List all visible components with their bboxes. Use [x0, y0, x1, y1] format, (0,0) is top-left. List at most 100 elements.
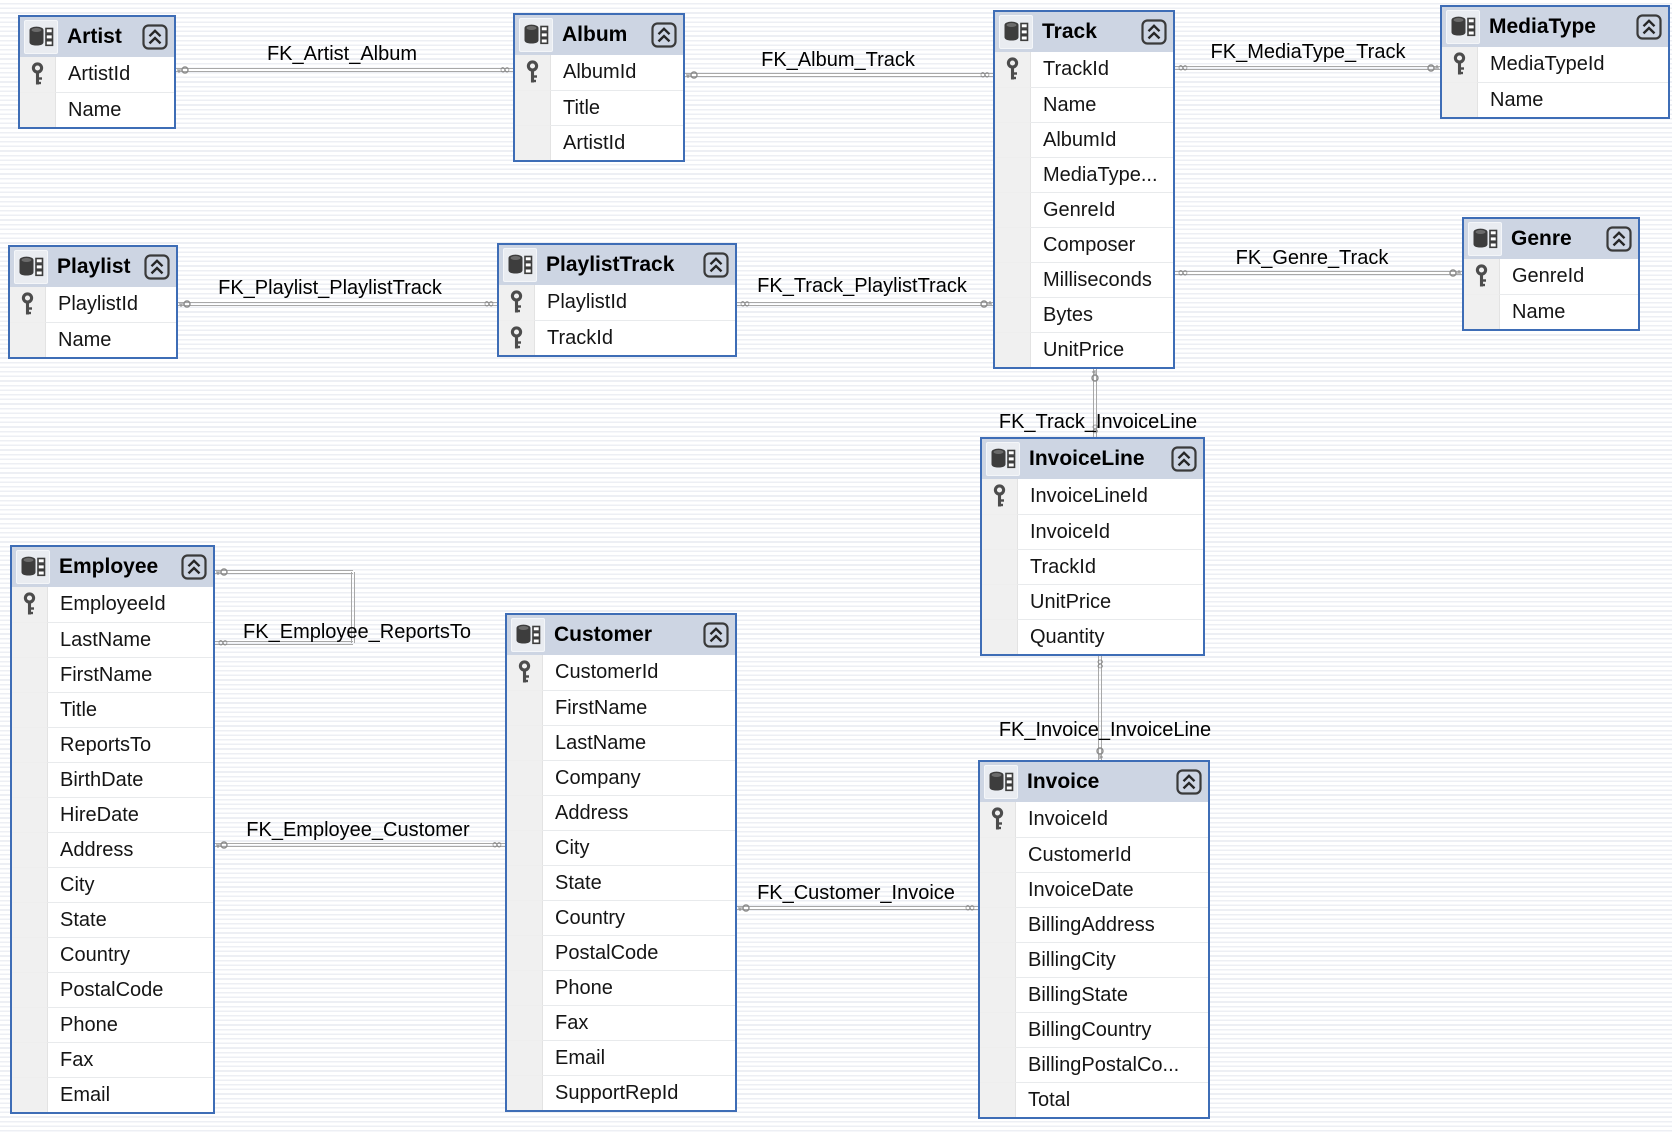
relationship-FK_Invoice_InvoiceLine[interactable]: ∞FK_Invoice_InvoiceLine: [999, 656, 1211, 760]
column-row[interactable]: Name: [995, 86, 1173, 122]
column-row[interactable]: GenreId: [995, 191, 1173, 227]
relationship-FK_Employee_ReportsTo[interactable]: ∞FK_Employee_ReportsTo: [215, 568, 471, 651]
column-row[interactable]: MediaType...: [995, 156, 1173, 192]
column-row[interactable]: LastName: [507, 724, 735, 760]
column-row[interactable]: TrackId: [995, 52, 1173, 87]
column-row[interactable]: Name: [1464, 293, 1638, 329]
column-row[interactable]: PostalCode: [507, 934, 735, 970]
table-header[interactable]: Artist: [20, 17, 174, 57]
column-row[interactable]: SupportRepId: [507, 1074, 735, 1110]
column-row[interactable]: Phone: [12, 1006, 213, 1042]
column-row[interactable]: InvoiceId: [982, 513, 1203, 549]
column-row[interactable]: Country: [12, 936, 213, 972]
collapse-button[interactable]: [181, 554, 207, 580]
column-row[interactable]: PostalCode: [12, 971, 213, 1007]
column-row[interactable]: Name: [20, 91, 174, 127]
relationship-FK_Track_InvoiceLine[interactable]: ∞FK_Track_InvoiceLine: [999, 369, 1197, 437]
column-row[interactable]: ArtistId: [20, 57, 174, 92]
column-row[interactable]: Total: [980, 1081, 1208, 1117]
column-row[interactable]: Phone: [507, 969, 735, 1005]
column-row[interactable]: Milliseconds: [995, 261, 1173, 297]
table-header[interactable]: PlaylistTrack: [499, 245, 735, 285]
table-header[interactable]: InvoiceLine: [982, 439, 1203, 479]
table-header[interactable]: Genre: [1464, 219, 1638, 259]
column-row[interactable]: FirstName: [12, 656, 213, 692]
relationship-FK_Playlist_PlaylistTrack[interactable]: ∞FK_Playlist_PlaylistTrack: [178, 277, 497, 312]
collapse-button[interactable]: [1176, 769, 1202, 795]
column-row[interactable]: AlbumId: [995, 121, 1173, 157]
column-row[interactable]: BirthDate: [12, 761, 213, 797]
column-row[interactable]: GenreId: [1464, 259, 1638, 294]
relationship-FK_Customer_Invoice[interactable]: ∞FK_Customer_Invoice: [737, 882, 978, 916]
column-row[interactable]: ArtistId: [515, 124, 683, 160]
column-row[interactable]: TrackId: [499, 319, 735, 355]
column-row[interactable]: State: [507, 864, 735, 900]
column-row[interactable]: Email: [12, 1076, 213, 1112]
column-row[interactable]: State: [12, 901, 213, 937]
column-row[interactable]: BillingCity: [980, 941, 1208, 977]
column-row[interactable]: InvoiceLineId: [982, 479, 1203, 514]
table-playlisttrack[interactable]: PlaylistTrack PlaylistId TrackId: [497, 243, 737, 357]
collapse-button[interactable]: [1141, 19, 1167, 45]
relationship-FK_Artist_Album[interactable]: ∞FK_Artist_Album: [176, 43, 513, 78]
column-row[interactable]: Fax: [12, 1041, 213, 1077]
relationship-FK_Genre_Track[interactable]: ∞FK_Genre_Track: [1175, 247, 1462, 281]
collapse-button[interactable]: [703, 622, 729, 648]
column-row[interactable]: Email: [507, 1039, 735, 1075]
collapse-button[interactable]: [1171, 446, 1197, 472]
table-header[interactable]: Customer: [507, 615, 735, 655]
relationship-FK_Employee_Customer[interactable]: ∞FK_Employee_Customer: [215, 819, 505, 853]
column-row[interactable]: Name: [10, 321, 176, 357]
column-row[interactable]: UnitPrice: [982, 583, 1203, 619]
collapse-button[interactable]: [1606, 226, 1632, 252]
collapse-button[interactable]: [703, 252, 729, 278]
table-header[interactable]: Track: [995, 12, 1173, 52]
table-header[interactable]: Album: [515, 15, 683, 55]
column-row[interactable]: MediaTypeId: [1442, 47, 1668, 82]
column-row[interactable]: Country: [507, 899, 735, 935]
column-row[interactable]: CustomerId: [507, 655, 735, 690]
column-row[interactable]: BillingState: [980, 976, 1208, 1012]
relationship-FK_MediaType_Track[interactable]: ∞FK_MediaType_Track: [1175, 41, 1440, 76]
column-row[interactable]: Composer: [995, 226, 1173, 262]
column-row[interactable]: EmployeeId: [12, 587, 213, 622]
collapse-button[interactable]: [144, 254, 170, 280]
column-row[interactable]: CustomerId: [980, 836, 1208, 872]
column-row[interactable]: PlaylistId: [499, 285, 735, 320]
column-row[interactable]: InvoiceDate: [980, 871, 1208, 907]
column-row[interactable]: Address: [507, 794, 735, 830]
collapse-button[interactable]: [651, 22, 677, 48]
column-row[interactable]: InvoiceId: [980, 802, 1208, 837]
column-row[interactable]: ReportsTo: [12, 726, 213, 762]
column-row[interactable]: City: [507, 829, 735, 865]
table-header[interactable]: Playlist: [10, 247, 176, 287]
column-row[interactable]: Title: [515, 89, 683, 125]
column-row[interactable]: Quantity: [982, 618, 1203, 654]
column-row[interactable]: AlbumId: [515, 55, 683, 90]
column-row[interactable]: LastName: [12, 621, 213, 657]
table-header[interactable]: Invoice: [980, 762, 1208, 802]
column-row[interactable]: BillingCountry: [980, 1011, 1208, 1047]
column-row[interactable]: HireDate: [12, 796, 213, 832]
column-row[interactable]: Name: [1442, 81, 1668, 117]
column-row[interactable]: PlaylistId: [10, 287, 176, 322]
column-row[interactable]: UnitPrice: [995, 331, 1173, 367]
column-row[interactable]: Title: [12, 691, 213, 727]
column-row[interactable]: BillingPostalCo...: [980, 1046, 1208, 1082]
column-row[interactable]: TrackId: [982, 548, 1203, 584]
column-row[interactable]: FirstName: [507, 689, 735, 725]
column-row[interactable]: Bytes: [995, 296, 1173, 332]
column-row[interactable]: Address: [12, 831, 213, 867]
collapse-button[interactable]: [142, 24, 168, 50]
